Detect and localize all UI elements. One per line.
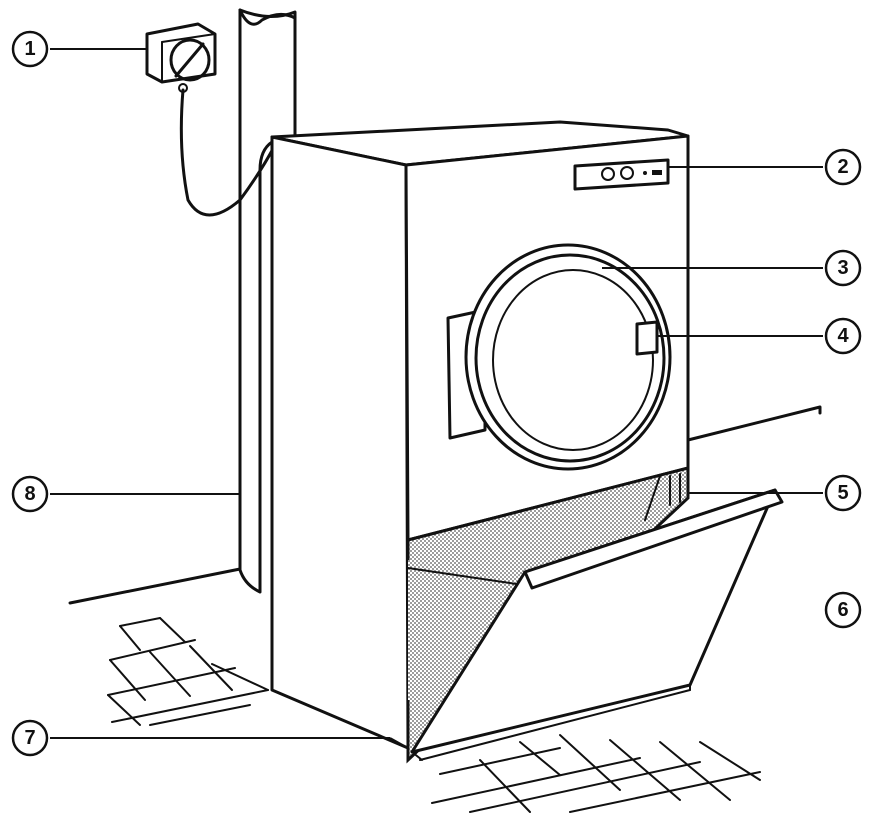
callout-7-label: 7 — [24, 727, 35, 749]
callout-6: 6 — [824, 591, 862, 629]
power-cable — [179, 88, 277, 217]
callout-5-label: 5 — [837, 482, 848, 504]
callout-3-label: 3 — [837, 257, 848, 279]
callout-4-label: 4 — [837, 325, 849, 347]
callout-2-label: 2 — [837, 156, 848, 178]
callout-3: 3 — [824, 249, 862, 287]
lint-filter-hatch — [410, 488, 784, 761]
floor-tiles-bottom — [431, 734, 761, 813]
callout-8-label: 8 — [24, 483, 35, 505]
callout-4: 4 — [824, 317, 862, 355]
callout-5: 5 — [824, 474, 862, 512]
callout-7: 7 — [11, 719, 49, 757]
callout-1: 1 — [11, 30, 49, 68]
exhaust-duct — [238, 8, 297, 594]
callout-8: 8 — [11, 475, 49, 513]
control-panel — [573, 158, 670, 191]
callout-2: 2 — [824, 148, 862, 186]
callout-6-label: 6 — [837, 599, 848, 621]
door-handle — [635, 320, 659, 356]
wall-switch — [145, 22, 217, 93]
floor-tiles-left — [107, 617, 269, 726]
callout-1-label: 1 — [24, 38, 35, 60]
dryer-door — [446, 243, 672, 471]
dryer-side-panel — [270, 135, 410, 750]
room-floor-lines — [68, 405, 822, 605]
leader-lines — [50, 48, 823, 749]
